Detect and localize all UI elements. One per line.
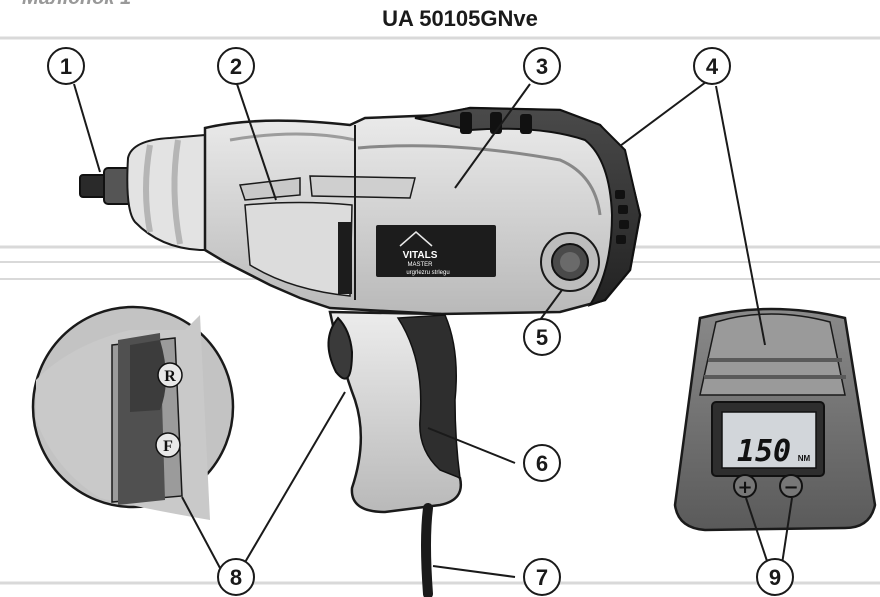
forward-label: F — [163, 438, 173, 455]
callout-1: 1 — [47, 47, 85, 85]
callout-7-label: 7 — [536, 565, 548, 590]
callout-9-label: 9 — [769, 565, 781, 590]
brand-slogan: urgrlezru strlegu — [406, 270, 449, 276]
callout-6-label: 6 — [536, 451, 548, 476]
plus-icon: + — [737, 477, 752, 498]
callout-3-label: 3 — [536, 54, 548, 79]
brand-logo-text: VITALS — [403, 250, 438, 261]
display-panel: 150 NM + − — [673, 307, 877, 532]
minus-button[interactable]: − — [779, 474, 803, 498]
callout-5: 5 — [523, 318, 561, 356]
plus-button[interactable]: + — [733, 474, 757, 498]
callout-6: 6 — [523, 444, 561, 482]
callout-2: 2 — [217, 47, 255, 85]
callout-4-label: 4 — [706, 54, 719, 79]
leader-lines — [73, 81, 793, 578]
display-unit: NM — [798, 454, 811, 463]
callout-7: 7 — [523, 558, 561, 596]
display-value: 150 — [737, 434, 791, 469]
trigger — [327, 316, 354, 380]
callout-8-label: 8 — [230, 565, 242, 590]
callout-8: 8 — [217, 558, 255, 596]
callout-3: 3 — [523, 47, 561, 85]
callout-9: 9 — [756, 558, 794, 596]
figure-label: Малюнок 1 — [22, 0, 131, 10]
anvil — [79, 167, 135, 205]
model-title: UA 50105GNve — [382, 6, 538, 31]
brand-plate: VITALS MASTER urgrlezru strlegu — [338, 222, 496, 294]
torque-knob — [540, 232, 600, 292]
impact-wrench: VITALS MASTER urgrlezru strlegu — [79, 106, 642, 597]
callout-5-label: 5 — [536, 325, 548, 350]
vent-slots — [460, 112, 629, 244]
minus-icon: − — [783, 477, 798, 498]
brand-sub-text: MASTER — [407, 262, 433, 268]
background-lines — [0, 36, 880, 585]
callout-4: 4 — [693, 47, 731, 85]
switch-detail: R F — [31, 305, 235, 520]
callout-2-label: 2 — [230, 54, 242, 79]
callout-1-label: 1 — [60, 54, 72, 79]
rear-cap — [414, 106, 642, 307]
reverse-label: R — [164, 368, 176, 385]
power-cord — [421, 503, 433, 597]
